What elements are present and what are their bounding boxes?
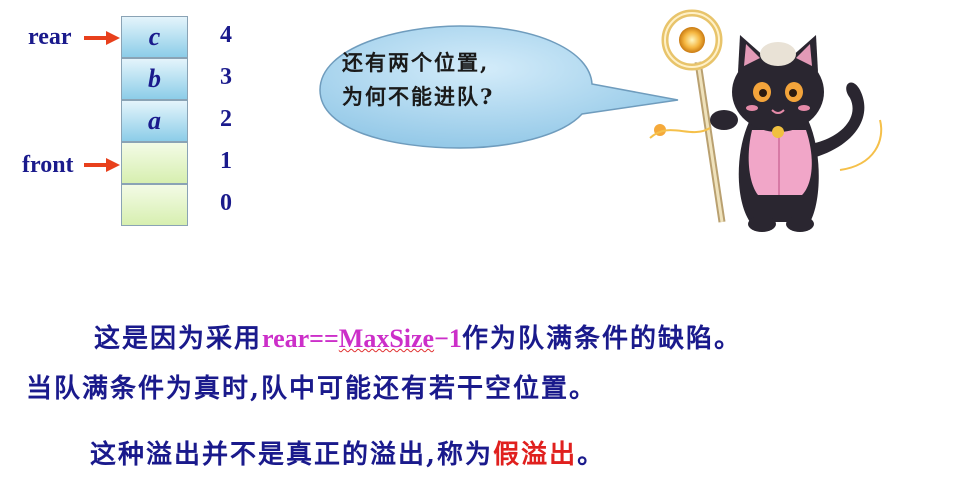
- maxsize-code: MaxSize: [338, 324, 435, 353]
- minus-one-code: −1: [434, 324, 462, 353]
- queue-index-4: 4: [220, 22, 232, 48]
- text-line-3: 这种溢出并不是真正的溢出,称为假溢出。: [0, 434, 958, 471]
- bubble-text: 还有两个位置, 为何不能进队?: [342, 46, 494, 114]
- queue-index-2: 2: [220, 106, 232, 132]
- text-line-2: 当队满条件为真时,队中可能还有若干空位置。: [26, 374, 598, 404]
- front-arrow-icon: [84, 158, 120, 172]
- false-overflow-term: 假溢出: [493, 440, 578, 470]
- rear-pointer-label: rear: [28, 24, 72, 50]
- bubble-line-1: 还有两个位置,: [342, 50, 490, 75]
- queue-cell-1: [121, 142, 188, 184]
- front-pointer-label: front: [22, 152, 74, 178]
- queue-index-3: 3: [220, 64, 232, 90]
- text-line-1: 这是因为采用rear==MaxSize−1作为队满条件的缺陷。: [0, 318, 958, 355]
- queue-cell-0: [121, 184, 188, 226]
- cat-mascot-illustration: [649, 9, 883, 232]
- text-line-3-start: 这种溢出并不是真正的溢出,称为: [90, 440, 494, 470]
- text-line-3-end: 。: [577, 440, 606, 470]
- speech-bubble: [319, 25, 679, 149]
- queue-index-0: 0: [220, 190, 232, 216]
- text-line-1-end: 作为队满条件的缺陷。: [461, 324, 742, 354]
- rear-arrow-icon: [84, 31, 120, 45]
- rear-code: rear==: [262, 324, 339, 353]
- queue-index-1: 1: [220, 148, 232, 174]
- queue-cell-2: a: [121, 100, 188, 142]
- bubble-line-2: 为何不能进队?: [342, 84, 495, 109]
- queue-cell-4: c: [121, 16, 188, 58]
- queue-cell-3: b: [121, 58, 188, 100]
- text-line-1-start: 这是因为采用: [94, 324, 263, 354]
